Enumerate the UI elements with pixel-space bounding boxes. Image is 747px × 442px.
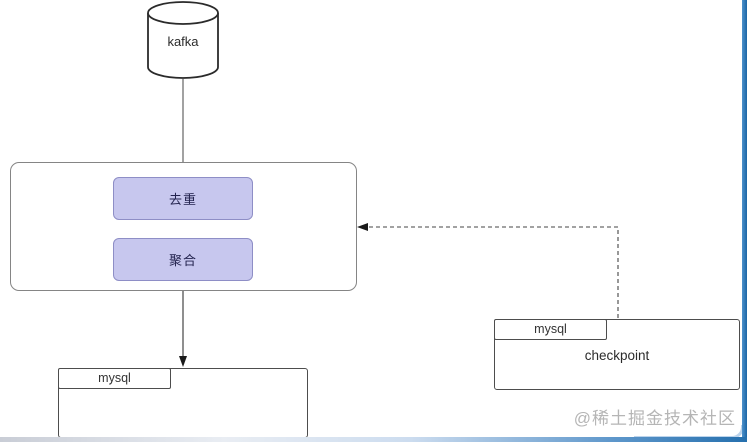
window-frame-bottom	[0, 437, 747, 442]
pipeline-to-mysql-arrow	[179, 291, 187, 367]
window-frame-right	[742, 0, 747, 442]
checkpoint-label: checkpoint	[584, 348, 650, 363]
checkpoint-mysql-tab: mysql	[494, 319, 607, 340]
dedupe-node: 去重	[113, 177, 253, 220]
aggregate-node-label: 聚合	[168, 253, 197, 268]
kafka-label: kafka	[167, 34, 199, 49]
mysql-sink-tab: mysql	[58, 368, 171, 389]
dedupe-node-label: 去重	[168, 192, 197, 207]
checkpoint-to-pipeline-dashed-arrow	[357, 223, 619, 318]
aggregate-node: 聚合	[113, 238, 253, 281]
watermark: @稀土掘金技术社区	[573, 409, 736, 428]
